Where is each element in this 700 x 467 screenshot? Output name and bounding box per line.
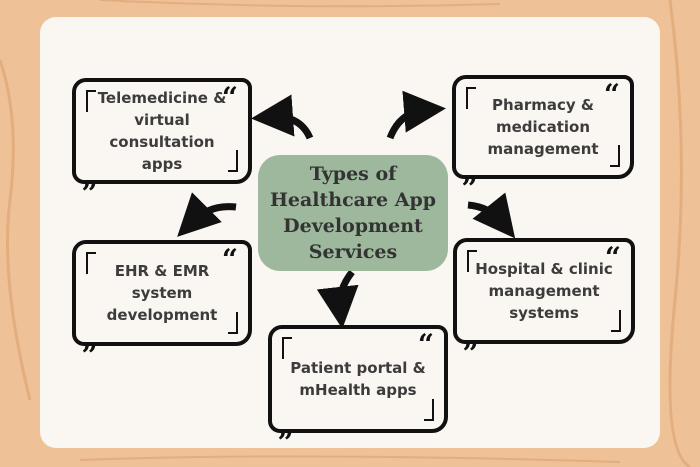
open-quote-icon: “ [417,328,434,361]
arrow-to-hospital [467,192,516,239]
close-quote-icon: „ [462,156,479,189]
bracket-icon [611,310,621,332]
close-quote-icon: „ [463,321,480,354]
open-quote-icon: “ [221,81,238,114]
service-box-pharmacy: “ Pharmacy & medication management „ [452,75,634,187]
center-title: Types of Healthcare App Development Serv… [258,155,448,271]
bracket-icon [424,399,434,421]
service-box-hospital: “ Hospital & clinic management systems „ [453,238,635,352]
bracket-icon [228,150,238,172]
bracket-icon [228,312,238,334]
bracket-icon [466,87,476,109]
arrow-to-ehr [177,192,237,237]
service-box-patient-portal: “ Patient portal & mHealth apps „ [268,325,448,441]
bracket-icon [610,145,620,167]
arrow-to-telemedicine [251,94,314,140]
service-box-ehr: “ EHR & EMR system development „ [72,240,252,354]
bracket-icon [86,90,96,112]
service-label: Hospital & clinic management systems [475,260,613,322]
close-quote-icon: „ [278,410,295,443]
bracket-icon [282,337,292,359]
service-label: Telemedicine & virtual consultation apps [97,89,227,173]
arrow-to-patient-portal [316,269,359,329]
service-label: Patient portal & mHealth apps [290,359,426,399]
service-label: Pharmacy & medication management [487,96,599,158]
bracket-icon [86,252,96,274]
service-box-telemedicine: “ Telemedicine & virtual consultation ap… [72,78,252,192]
close-quote-icon: „ [82,161,99,194]
service-label: EHR & EMR system development [106,262,218,324]
open-quote-icon: “ [221,243,238,276]
close-quote-icon: „ [82,323,99,356]
open-quote-icon: “ [604,241,621,274]
bracket-icon [467,250,477,272]
arrow-to-pharmacy [386,90,446,140]
open-quote-icon: “ [603,78,620,111]
